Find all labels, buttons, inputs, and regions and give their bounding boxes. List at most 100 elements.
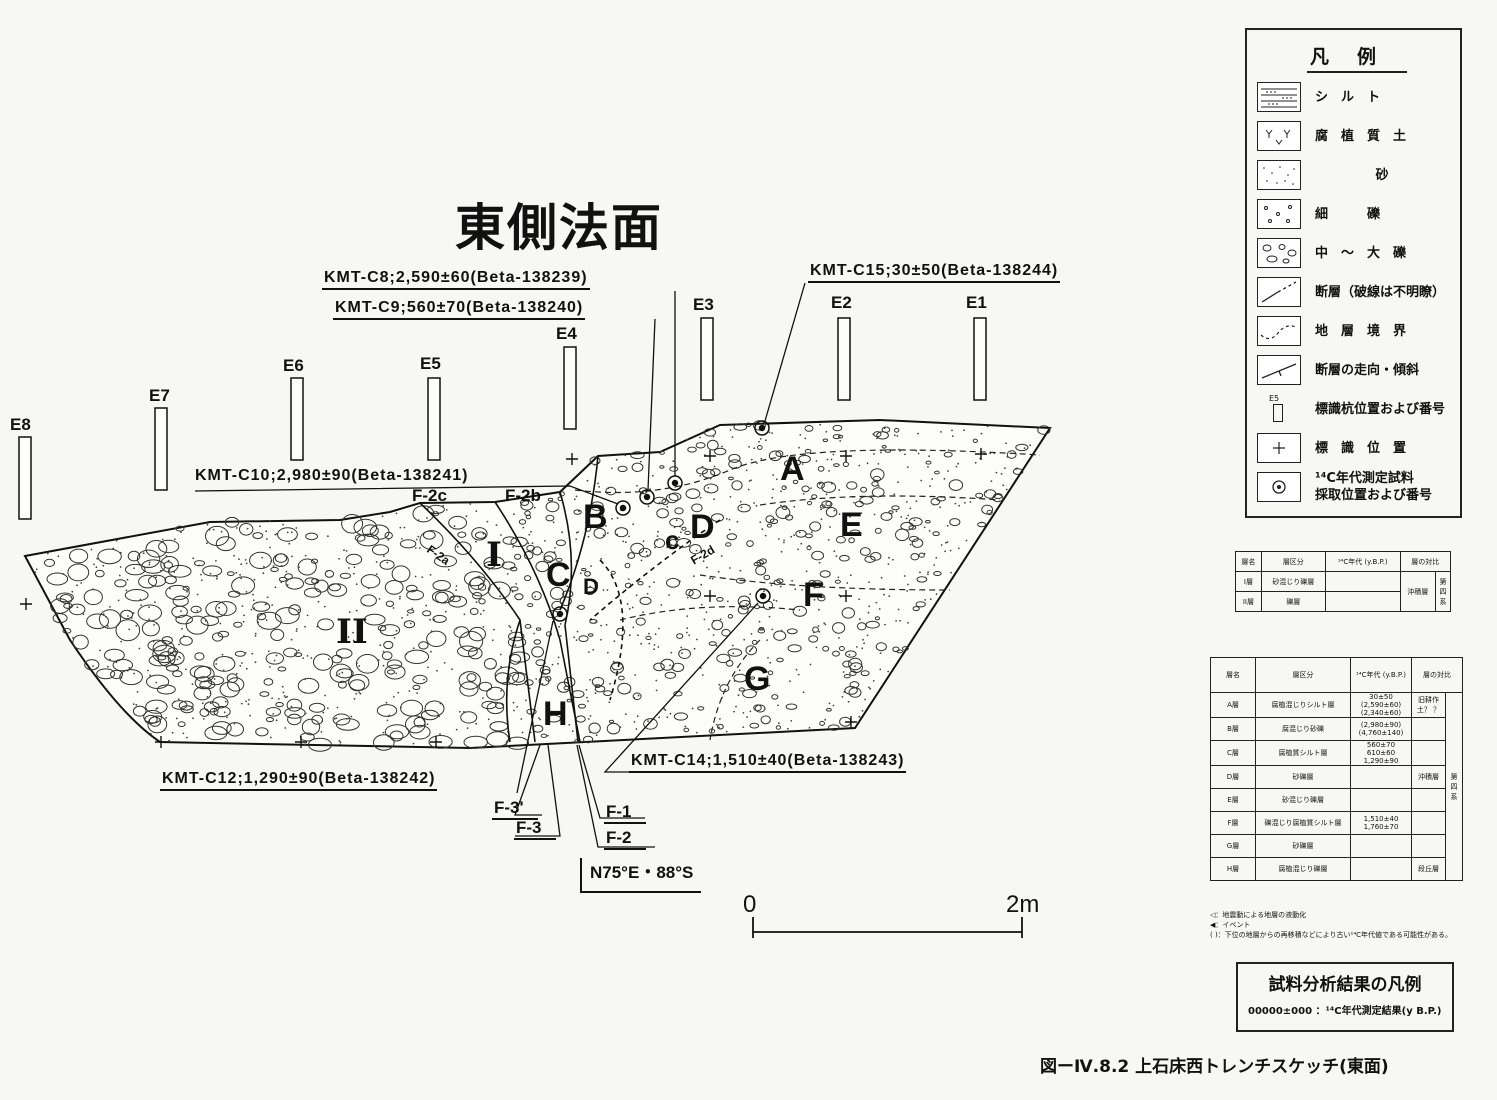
gravel-clast [844,686,858,695]
sand-grain [377,659,380,661]
sand-grain [154,601,156,603]
sand-texture [34,423,1032,748]
gravel-clast [832,650,840,657]
sand-grain [105,688,108,691]
sand-grain [271,604,274,606]
sand-grain [290,638,293,641]
sand-grain [455,585,458,587]
sand-grain [290,531,293,534]
sand-grain [717,570,720,573]
sand-grain [204,619,207,622]
sand-grain [512,546,515,548]
sand-grain [648,642,651,645]
sand-grain [449,525,452,528]
sand-grain [541,683,544,685]
sand-grain [609,682,611,685]
gravel-clast [1037,425,1051,435]
sand-grain [739,500,742,503]
sand-grain [575,639,578,641]
sand-grain [896,435,899,437]
gravel-clast [908,517,923,527]
gravel-clast [379,624,401,637]
gravel-clast [811,550,825,561]
sand-grain [647,505,650,508]
sand-grain [353,566,356,569]
gravel-clast [832,434,841,440]
sand-grain [940,544,943,546]
sand-grain [72,637,74,639]
gravel-clast [860,486,868,493]
sand-grain [152,640,155,643]
gravel-clast [668,492,682,502]
gravel-clast [231,576,256,595]
sand-grain [868,581,870,583]
sand-grain [235,527,238,529]
sample-label-c12: KMT-C12;1,290±90(Beta-138242) [160,770,438,791]
sand-grain [525,699,527,702]
sand-grain [432,598,435,601]
sand-grain [841,696,844,698]
sand-grain [759,521,762,523]
gravel-clast [859,496,874,505]
sand-grain [811,531,813,534]
sand-grain [119,551,122,554]
sand-grain [147,669,149,672]
gravel-clast [819,720,825,726]
sand-grain [120,640,123,643]
gravel-clast [725,542,732,547]
gravel-clast [381,651,393,661]
sand-grain [587,718,590,720]
table-cell [1324,571,1401,592]
sand-grain [949,549,952,552]
sand-grain [955,465,958,468]
gravel-clast [305,532,319,541]
gravel-clast [666,577,680,588]
sand-grain [858,715,861,718]
gravel-clast [167,647,179,657]
sand-grain [215,663,218,665]
sand-grain [746,716,748,718]
fault-label-f3p: F-3' [492,798,538,820]
gravel-clast [148,716,161,727]
sand-grain [343,549,345,552]
sand-grain [958,504,961,507]
sand-grain [793,505,796,508]
sand-grain [729,567,731,569]
sand-grain [266,596,269,599]
note-line: ( )：下位の地層からの再移積などにより古い¹⁴C年代値である可能性がある。 [1210,931,1452,939]
sand-grain [408,690,411,692]
gravel-clast [510,586,519,592]
gravel-clast [459,630,484,652]
sand-grain [605,525,607,527]
gravel-clast [389,730,404,742]
table-cell: 腐混じり砂礫 [1255,717,1351,741]
sand-grain [359,692,362,695]
sand-grain [395,629,398,632]
sand-grain [215,577,218,580]
boundary-icon [1257,316,1301,346]
sand-grain [872,680,875,682]
sand-grain [1002,484,1005,487]
sand-grain [590,565,592,567]
sand-grain [269,736,272,739]
gravel-clast [798,454,811,464]
sand-grain [947,470,949,472]
sand-grain [808,544,811,547]
gravel-clast [215,601,237,616]
sand-grain [783,539,785,542]
sand-grain [919,571,921,574]
gravel-clast [274,607,300,625]
gravel-clast [610,570,616,575]
sand-grain [165,554,168,557]
cross-icon [1257,433,1301,463]
gravel-clast [817,595,826,602]
gravel-clast [839,554,850,562]
sand-grain [414,547,417,549]
sand-grain [606,651,609,654]
gravel-clast [172,595,189,607]
sand-grain [528,687,531,690]
gravel-clast [993,493,1003,499]
gravel-clast [749,676,756,680]
sand-grain [943,477,946,480]
